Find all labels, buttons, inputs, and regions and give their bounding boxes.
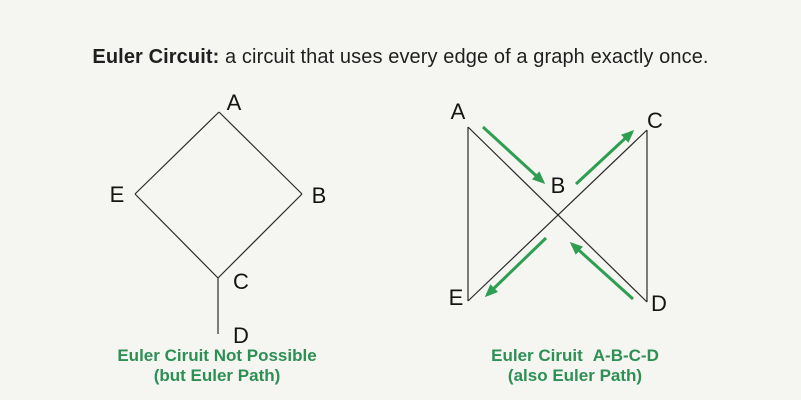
edge-A-B-D [467,126,648,303]
arrow-D-to-B-icon [569,241,635,301]
title-term: Euler Circuit: [92,46,220,68]
vertex-label-a: A [451,99,466,124]
right-caption-line2: (also Euler Path) [507,366,643,385]
left-caption-line2: (but Euler Path) [153,366,281,385]
right-caption-line1: Euler Ciruit A-B-C-D [435,346,715,366]
vertex-label-d: D [233,323,249,348]
right-graph: A C B E D [449,99,667,316]
edge-A-B [218,111,303,195]
edge-E-B-C [467,129,648,302]
right-graph-caption: Euler Ciruit A-B-C-D (also Euler Path) [435,346,715,386]
vertex-label-d: D [651,291,667,316]
vertex-label-e: E [110,182,125,207]
left-graph-caption: Euler Ciruit Not Possible (but Euler Pat… [77,346,357,386]
edge-A-E [134,111,220,195]
page-title: Euler Circuit: a circuit that uses every… [0,46,801,69]
right-caption-title: Euler Ciruit [491,346,583,365]
arrow-B-to-C-icon [574,129,635,186]
title-definition: a circuit that uses every edge of a grap… [219,46,709,68]
edge-E-C [134,193,219,279]
arrow-A-to-B-icon [481,125,546,185]
arrow-B-to-E-icon [484,236,548,298]
vertex-label-c: C [647,108,663,133]
vertex-label-b: B [551,173,566,198]
left-graph: A E B C D [110,90,327,348]
vertex-label-b: B [312,183,327,208]
circuit-sequence: A-B-C-D [592,346,659,365]
vertex-label-c: C [233,269,249,294]
vertex-label-a: A [227,90,242,115]
vertex-label-e: E [449,285,464,310]
edge-B-C [217,193,303,279]
left-caption-line1: Euler Ciruit Not Possible [117,346,317,365]
